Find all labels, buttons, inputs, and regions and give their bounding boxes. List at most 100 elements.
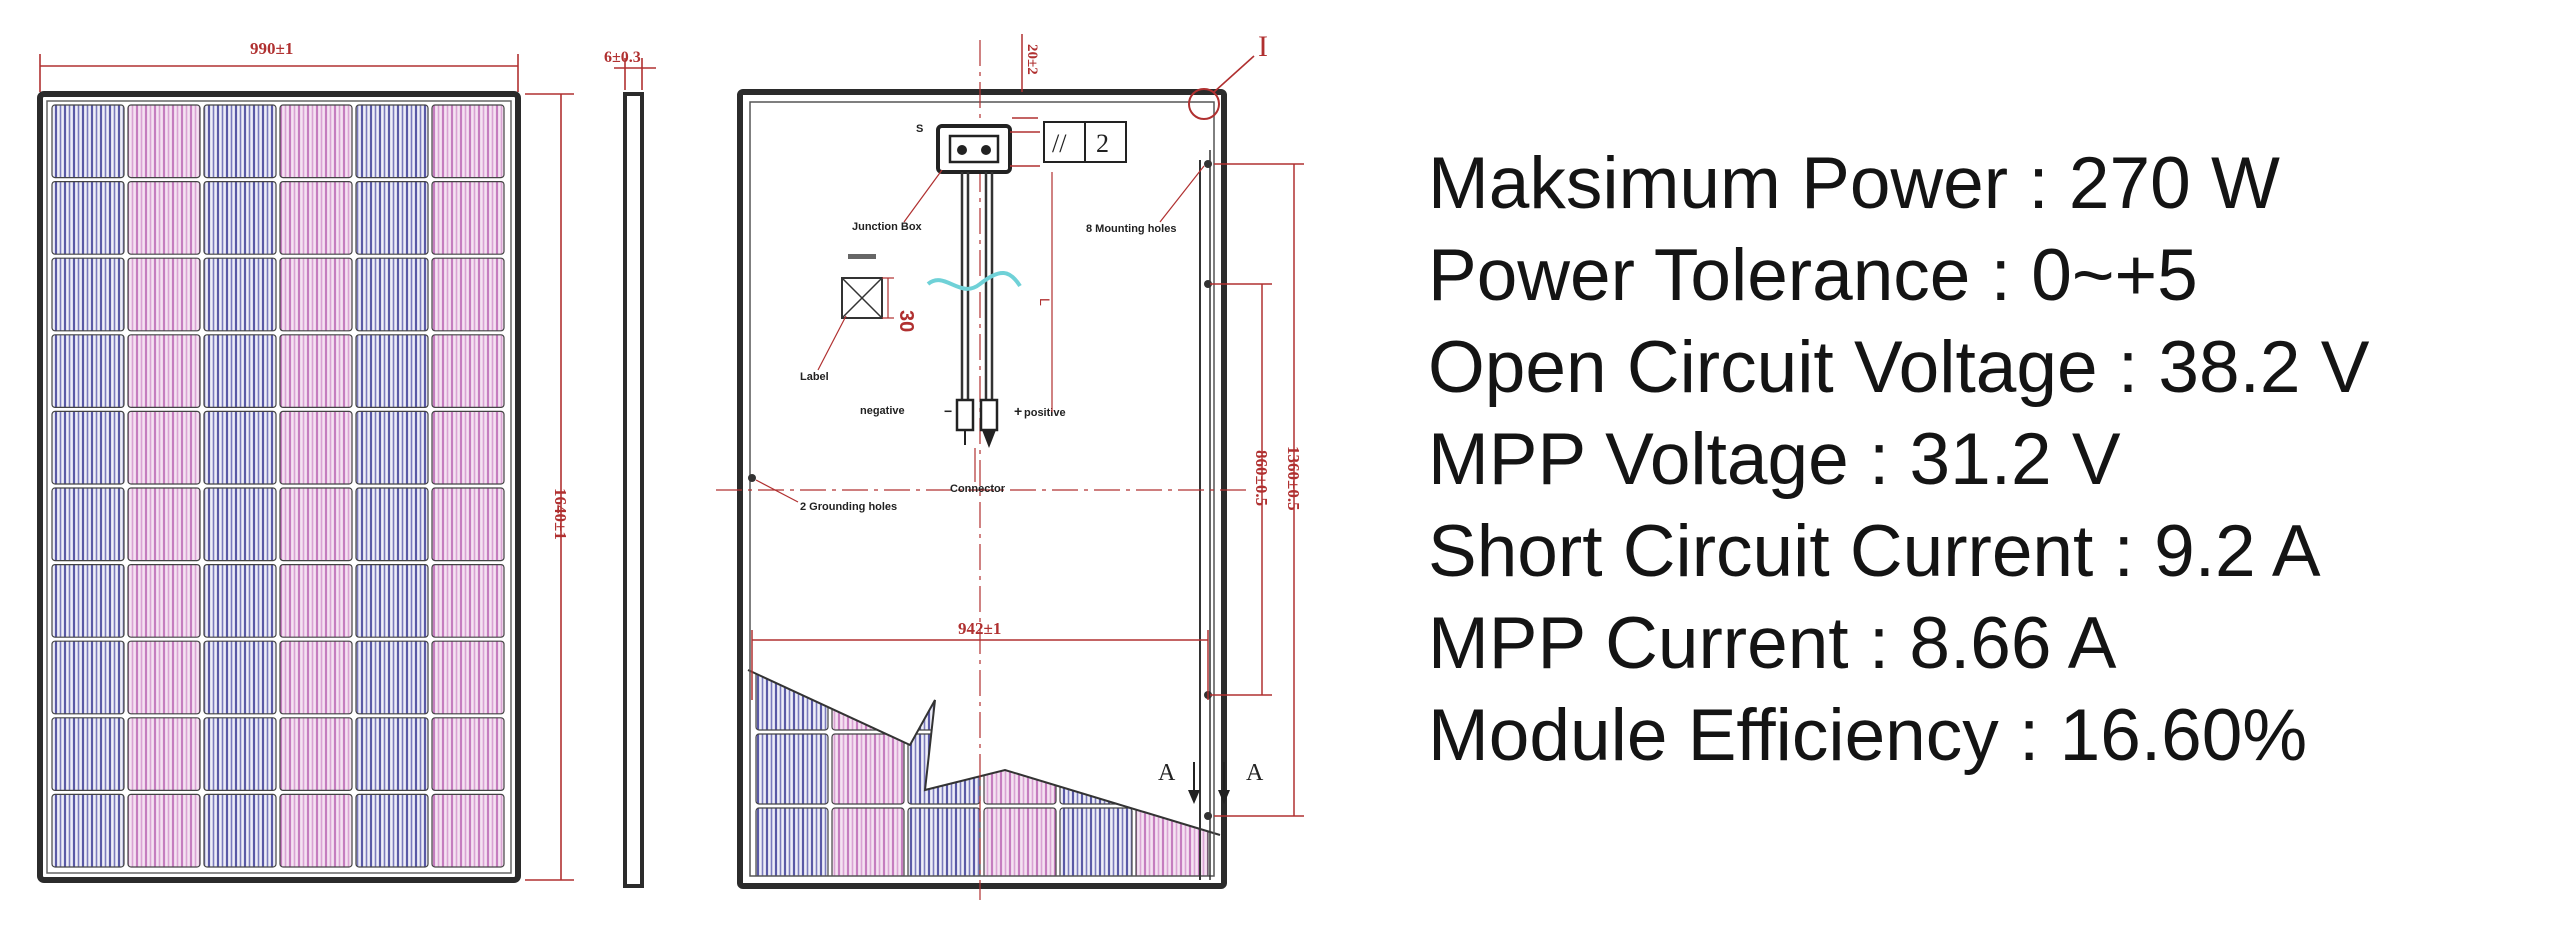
solar-cell [907,807,981,876]
positive-label: positive [1024,407,1066,419]
solar-cell [127,563,201,638]
solar-cell [355,257,429,332]
solar-cell [355,104,429,179]
solar-cell [127,640,201,715]
section-marker-right: A [1246,760,1264,786]
solar-cell [279,793,353,868]
back-view: I 20±2 S // 2 [716,30,1304,900]
solar-cell [431,717,505,791]
thickness-dim-label: 6±0.3 [604,49,641,66]
solar-cell [355,640,429,715]
solar-cell [51,410,125,485]
mounting-holes-label: 8 Mounting holes [1086,223,1176,235]
front-frame-inner [46,100,512,874]
solar-cell [279,334,353,408]
solar-cell [431,487,505,562]
minus-sign: − [944,403,952,419]
spec-list: Maksimum Power : 270 W Power Tolerance :… [1428,138,2538,782]
solar-cell [431,563,505,638]
break-line [747,669,1221,836]
solar-cell [51,181,125,255]
side-frame [623,92,644,888]
grounding-holes-label: 2 Grounding holes [800,501,897,513]
solar-cell [355,717,429,791]
solar-cell [51,104,125,179]
solar-cell [127,717,201,791]
spec-open-circuit-voltage: Open Circuit Voltage : 38.2 V [1428,327,2370,408]
solar-cell [431,793,505,868]
solar-cell [203,104,277,179]
height-dimension [525,93,574,881]
solar-cell [355,563,429,638]
height-dim-label: 1640±1 [551,488,570,540]
front-view: 990±1 1640±1 [37,39,574,883]
solar-cell [51,487,125,562]
solar-cell [127,181,201,255]
label-label: Label [800,371,829,383]
tolerance-frame [1043,121,1127,163]
spec-short-circuit-current: Short Circuit Current : 9.2 A [1428,511,2321,592]
solar-cell [279,181,353,255]
solar-cell [203,717,277,791]
solar-cell [431,640,505,715]
solar-cell [1135,670,1209,731]
solar-cell [431,181,505,255]
label-box [841,277,894,319]
solar-cell [431,104,505,179]
solar-cell [431,334,505,408]
spec-module-efficiency: Module Efficiency : 16.60% [1428,695,2308,776]
junction-box-label: Junction Box [852,221,923,233]
solar-cell [355,793,429,868]
plus-sign: + [1014,403,1022,419]
solar-cell [1135,807,1209,876]
solar-cell [203,181,277,255]
solar-cell [51,793,125,868]
solar-cell [51,717,125,791]
solar-cell [831,670,905,731]
solar-cell [355,181,429,255]
solar-cell [279,410,353,485]
back-frame-outer [737,89,1227,889]
solar-cell [355,334,429,408]
solar-cell [355,410,429,485]
solar-cell [279,717,353,791]
width-dimension [39,54,519,92]
solar-cell [51,640,125,715]
solar-cell [983,670,1057,731]
dim-942: 942±1 [958,619,1001,638]
solar-cell [983,807,1057,876]
solar-cell [127,334,201,408]
solar-cell [203,793,277,868]
cables [960,172,994,412]
back-frame-inner [749,101,1215,877]
solar-cell [203,257,277,332]
solar-cell-grid [51,104,505,868]
solar-cell [983,733,1057,805]
back-cell-cutaway [755,670,1209,876]
junction-box [936,124,1040,174]
solar-cell [1059,670,1133,731]
connector-label: Connector [950,483,1006,495]
solar-cell [127,257,201,332]
solar-cell [431,410,505,485]
solar-cell [1059,733,1133,805]
solar-cell [127,410,201,485]
solar-cell [127,487,201,562]
front-frame [37,91,521,883]
solar-cell [127,793,201,868]
tolerance-value: 2 [1096,129,1109,158]
solar-cell [203,563,277,638]
section-a-a [1193,762,1225,800]
mounting-holes [748,160,1212,820]
dim-860: 860±0.5 [1252,450,1271,506]
small-tag: S [916,123,923,135]
negative-label: negative [860,405,905,417]
spec-max-power: Maksimum Power : 270 W [1428,143,2280,224]
solar-cell [755,807,829,876]
spec-mpp-current: MPP Current : 8.66 A [1428,603,2117,684]
panel-technical-drawing: 990±1 1640±1 6±0.3 [37,30,1304,900]
solar-cell [831,807,905,876]
detail-marker: I [1258,30,1268,63]
width-dim-label: 990±1 [250,39,293,58]
solar-cell [431,257,505,332]
